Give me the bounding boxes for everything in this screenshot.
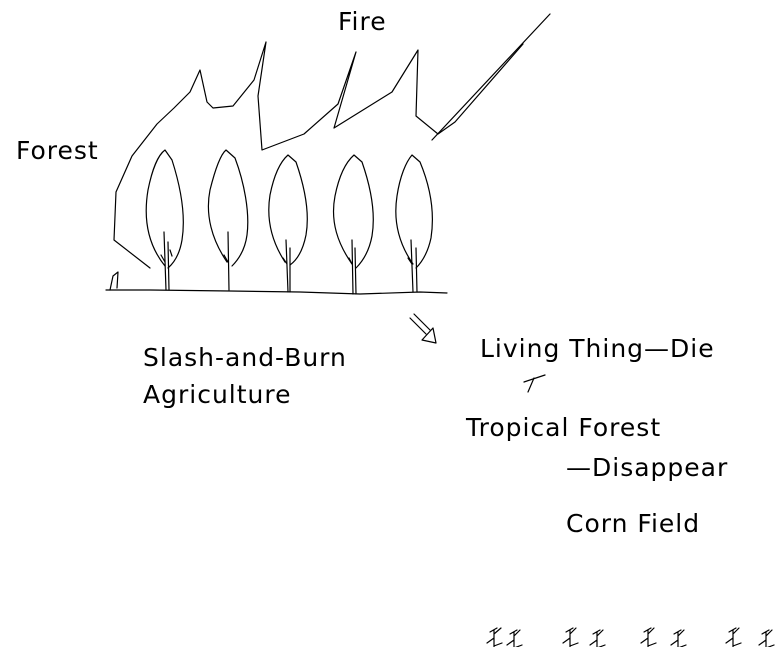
- tree-trunk: [408, 240, 417, 292]
- fire-flames: [114, 14, 550, 268]
- tree-4: [334, 155, 374, 294]
- tropical-forest-label: Tropical Forest: [466, 415, 661, 440]
- tree-crown: [334, 155, 374, 268]
- flame-right-tongue: [432, 14, 550, 140]
- disappear-label: —Disappear: [566, 455, 728, 480]
- corn-plant: [759, 630, 774, 647]
- forest-label: Forest: [16, 138, 99, 163]
- corn-plant: [507, 630, 522, 647]
- tree-trunk: [283, 240, 290, 292]
- tree-trunk: [161, 232, 172, 290]
- corn-plant: [487, 628, 502, 647]
- corn-plant: [563, 628, 578, 647]
- corn-plant: [671, 630, 686, 647]
- tree-trunk: [349, 240, 356, 294]
- corn-plant: [590, 630, 605, 647]
- tree-5: [396, 155, 433, 292]
- slash-and-burn-label: Slash-and-Burn: [143, 345, 347, 370]
- corn-plant: [726, 628, 741, 647]
- up-arrow-head: [524, 375, 545, 382]
- arrow-shaft: [410, 314, 430, 334]
- fire-label: Fire: [338, 9, 387, 34]
- ground-line: [106, 290, 447, 294]
- corn-field: [456, 628, 781, 647]
- up-arrow: [524, 375, 545, 392]
- tree-1: [146, 150, 183, 290]
- living-thing-die-label: Living Thing—Die: [480, 336, 715, 361]
- tree-crown: [396, 155, 433, 268]
- agriculture-label: Agriculture: [143, 382, 292, 407]
- tree-2: [208, 150, 247, 290]
- small-sprout: [110, 272, 118, 290]
- tree-3: [269, 155, 307, 292]
- corn-plant: [641, 628, 656, 647]
- arrow-head: [422, 328, 436, 343]
- forest-ground: [106, 272, 447, 294]
- transition-arrow: [410, 314, 436, 343]
- corn-field-label: Corn Field: [566, 511, 700, 536]
- tree-crown: [269, 155, 307, 265]
- flame-outline: [114, 42, 523, 268]
